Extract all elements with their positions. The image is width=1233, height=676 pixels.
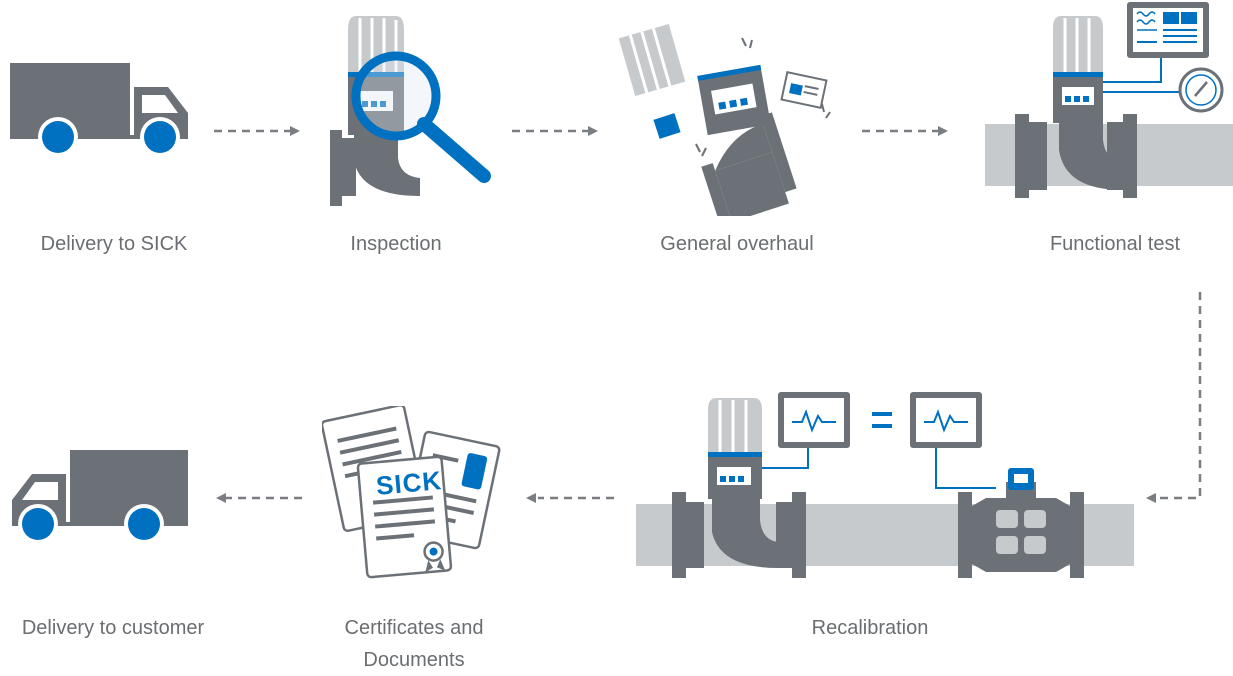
truck-icon xyxy=(12,450,188,544)
step-label-delivery-to-customer: Delivery to customer xyxy=(21,617,205,639)
disassembled-flowmeter-icon xyxy=(618,23,831,216)
certificates-icon xyxy=(322,406,501,579)
step-label-recalibration: Recalibration xyxy=(811,617,929,639)
step-label-inspection: Inspection xyxy=(350,233,442,255)
step-label-functional-test: Functional test xyxy=(1049,233,1181,255)
magnifier-flowmeter-icon xyxy=(330,16,491,206)
truck-icon xyxy=(10,63,188,157)
step-label-delivery-to-sick: Delivery to SICK xyxy=(40,233,188,255)
step-label-general-overhaul: General overhaul xyxy=(660,233,814,255)
flowmeter-comparison-icon xyxy=(636,392,1134,578)
arrow-4 xyxy=(1158,292,1202,500)
step-label-certificates: Certificates and Documents xyxy=(344,617,484,671)
flowmeter-test-icon xyxy=(985,2,1233,198)
